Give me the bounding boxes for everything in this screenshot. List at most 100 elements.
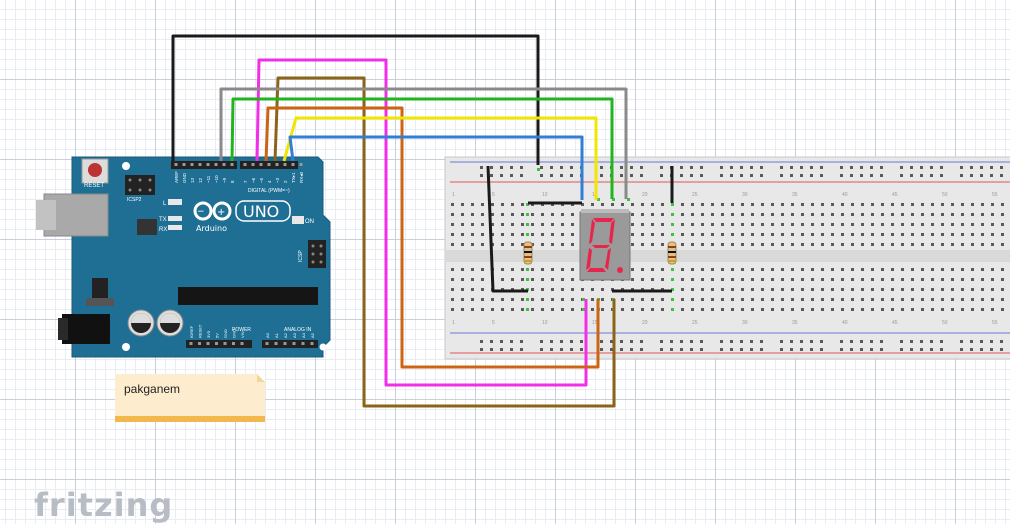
breadboard-column-number: 50 bbox=[942, 320, 948, 326]
wire-brown[interactable] bbox=[273, 76, 616, 408]
header-pin[interactable] bbox=[292, 342, 296, 345]
breadboard-hole bbox=[761, 243, 764, 246]
breadboard-hole bbox=[451, 308, 454, 311]
breadboard-hole bbox=[841, 233, 844, 236]
header-pin[interactable] bbox=[223, 342, 227, 345]
wire-blue[interactable] bbox=[288, 135, 584, 200]
rail-hole bbox=[560, 348, 563, 351]
header-pin[interactable] bbox=[299, 163, 303, 166]
header-pin[interactable] bbox=[232, 342, 235, 345]
breadboard-hole bbox=[531, 233, 534, 236]
header-pin[interactable] bbox=[189, 342, 193, 345]
resistor-right[interactable] bbox=[667, 241, 677, 265]
rail-hole bbox=[520, 166, 523, 169]
header-pin[interactable] bbox=[274, 342, 278, 345]
breadboard-hole bbox=[521, 223, 524, 226]
breadboard-hole bbox=[511, 223, 514, 226]
header-pin[interactable] bbox=[190, 163, 194, 166]
rail-hole bbox=[820, 348, 823, 351]
breadboard-hole bbox=[891, 278, 894, 281]
rail-hole bbox=[990, 174, 993, 177]
breadboard-hole bbox=[921, 288, 924, 291]
breadboard-hole bbox=[471, 223, 474, 226]
digital-header-label: DIGITAL (PWM=~) bbox=[248, 188, 290, 194]
breadboard-hole bbox=[801, 308, 804, 311]
breadboard-column-number: 15 bbox=[592, 320, 598, 326]
breadboard-hole bbox=[811, 288, 814, 291]
rail-hole bbox=[920, 348, 923, 351]
header-pin[interactable] bbox=[174, 163, 178, 166]
breadboard-hole bbox=[951, 243, 954, 246]
resistor-left[interactable] bbox=[523, 241, 533, 265]
header-pin[interactable] bbox=[230, 163, 234, 166]
breadboard-hole bbox=[511, 308, 514, 311]
breadboard-column-number: 10 bbox=[542, 320, 548, 326]
breadboard-hole bbox=[831, 233, 834, 236]
wire-gray[interactable] bbox=[219, 87, 628, 199]
rail-hole bbox=[850, 340, 853, 343]
breadboard-hole bbox=[631, 203, 634, 206]
breadboard-hole bbox=[691, 233, 694, 236]
header-pin[interactable] bbox=[198, 342, 201, 345]
header-pin[interactable] bbox=[206, 342, 210, 345]
wire-black-jumper-left[interactable] bbox=[486, 165, 528, 293]
header-pin[interactable] bbox=[301, 342, 305, 345]
header-pin[interactable] bbox=[291, 163, 295, 166]
header-pin[interactable] bbox=[275, 163, 279, 166]
header-pin[interactable] bbox=[310, 342, 314, 345]
header-pin[interactable] bbox=[222, 163, 226, 166]
rail-hole bbox=[740, 174, 743, 177]
rail-hole bbox=[490, 340, 493, 343]
header-pin[interactable] bbox=[206, 163, 210, 166]
breadboard-hole bbox=[471, 243, 474, 246]
header-pin[interactable] bbox=[240, 342, 244, 345]
header-pin[interactable] bbox=[265, 342, 269, 345]
breadboard-hole bbox=[891, 308, 894, 311]
header-pin[interactable] bbox=[182, 163, 186, 166]
wire-orange[interactable] bbox=[264, 106, 600, 369]
breadboard-hole bbox=[1001, 298, 1004, 301]
header-pin[interactable] bbox=[259, 163, 263, 166]
breadboard-hole bbox=[871, 298, 874, 301]
header-pin[interactable] bbox=[251, 163, 255, 166]
rail-hole bbox=[820, 340, 823, 343]
reset-button[interactable] bbox=[88, 163, 102, 177]
rail-hole bbox=[760, 166, 763, 169]
header-pin[interactable] bbox=[243, 163, 247, 166]
breadboard-hole bbox=[951, 233, 954, 236]
breadboard-hole bbox=[831, 243, 834, 246]
pin-label: RESET bbox=[198, 324, 203, 338]
wire-magenta[interactable] bbox=[255, 58, 588, 387]
rail-hole bbox=[620, 166, 623, 169]
breadboard-hole bbox=[951, 288, 954, 291]
arduino-uno-board[interactable]: RESET ICSP2 L TX RX − + UNO Arduino ON I… bbox=[36, 156, 331, 358]
seven-segment-display[interactable] bbox=[579, 209, 631, 281]
rail-hole bbox=[990, 166, 993, 169]
rail-hole bbox=[860, 340, 863, 343]
header-pin[interactable] bbox=[283, 342, 287, 345]
rail-hole bbox=[660, 166, 663, 169]
breadboard-column-number: 20 bbox=[642, 192, 648, 198]
breadboard[interactable]: 1155101015152020252530303535404045455050… bbox=[444, 156, 1010, 360]
breadboard-hole bbox=[501, 268, 504, 271]
header-pin[interactable] bbox=[283, 163, 287, 166]
note-sticky[interactable]: pakganem bbox=[115, 374, 265, 422]
pin-label: ~9 bbox=[222, 177, 227, 183]
breadboard-hole bbox=[791, 223, 794, 226]
breadboard-hole bbox=[751, 243, 754, 246]
wire-green[interactable] bbox=[230, 97, 614, 199]
header-pin[interactable] bbox=[198, 163, 202, 166]
breadboard-hole bbox=[681, 278, 684, 281]
breadboard-hole bbox=[921, 298, 924, 301]
breadboard-hole bbox=[951, 268, 954, 271]
header-pin[interactable] bbox=[215, 342, 218, 345]
pin-label: VIN bbox=[240, 331, 245, 338]
header-pin[interactable] bbox=[267, 163, 271, 166]
header-pin[interactable] bbox=[214, 163, 218, 166]
rail-hole bbox=[550, 174, 553, 177]
breadboard-hole bbox=[771, 288, 774, 291]
breadboard-hole bbox=[901, 203, 904, 206]
rail-hole bbox=[620, 348, 623, 351]
rail-hole bbox=[680, 348, 683, 351]
breadboard-hole bbox=[551, 233, 554, 236]
